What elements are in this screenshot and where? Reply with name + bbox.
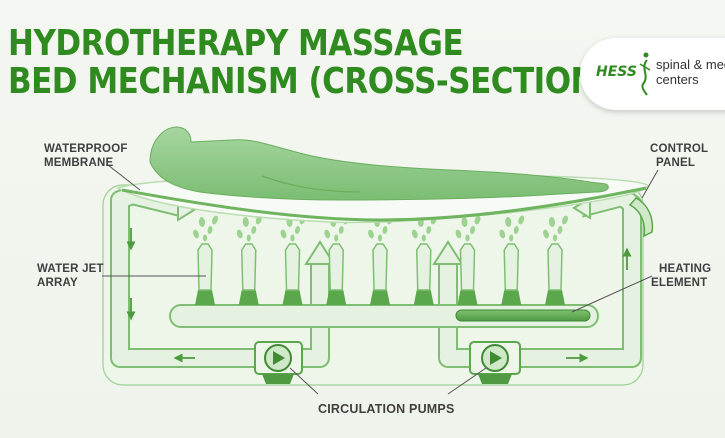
label-line: CONTROL: [650, 143, 709, 155]
leader-lines: [102, 164, 659, 395]
label-heating-element: HEATING ELEMENT: [651, 262, 711, 290]
water-jet: [543, 215, 568, 305]
water-spray-icon: [499, 215, 525, 242]
brand-logo: HESS spinal & medica centers: [580, 38, 725, 110]
control-panel: [628, 197, 654, 238]
label-waterproof-membrane: WATERPROOF MEMBRANE: [44, 142, 128, 170]
title-line-1: HYDROTHERAPY MASSAGE: [8, 22, 464, 64]
logo-line-1: spinal & medica: [656, 57, 725, 72]
water-jet: [236, 215, 262, 305]
label-line: WATERPROOF: [44, 143, 128, 155]
water-jet: [411, 215, 437, 305]
water-jet: [280, 215, 306, 305]
flow-arrow-icon: [432, 240, 464, 265]
water-jet: [455, 215, 481, 305]
label-circulation-pumps: CIRCULATION PUMPS: [318, 402, 455, 416]
flow-direction-arrows: [126, 228, 632, 363]
heating-rod-icon: [455, 309, 591, 322]
label-water-jet-array: WATER JET ARRAY: [37, 262, 104, 290]
water-spray-icon: [193, 215, 218, 242]
logo-figure-icon: [639, 52, 651, 96]
water-spray-icon: [455, 215, 481, 242]
water-spray-icon: [411, 215, 437, 242]
water-spray-icon: [236, 215, 262, 242]
label-line: ARRAY: [37, 277, 78, 289]
label-line: PANEL: [656, 157, 696, 169]
label-line: WATER JET: [37, 263, 104, 275]
label-line: HEATING: [659, 263, 712, 275]
water-jet: [499, 215, 525, 305]
water-jet-array: [193, 215, 568, 305]
water-jet: [368, 215, 393, 305]
title-line-2: BED MECHANISM (CROSS-SECTION): [8, 60, 610, 102]
label-line: ELEMENT: [651, 277, 708, 289]
water-spray-icon: [543, 215, 568, 242]
waterproof-membrane: [121, 186, 647, 222]
pump-left: [254, 341, 303, 384]
label-line: MEMBRANE: [44, 157, 114, 169]
person-silhouette-icon: [149, 126, 609, 201]
logo-brand-text: HESS: [596, 64, 637, 80]
logo-line-2: centers: [656, 72, 699, 87]
water-jet: [193, 215, 218, 305]
pump-right: [469, 341, 521, 384]
flow-arrow-icon: [304, 240, 336, 265]
label-control-panel: CONTROL PANEL: [650, 142, 708, 170]
